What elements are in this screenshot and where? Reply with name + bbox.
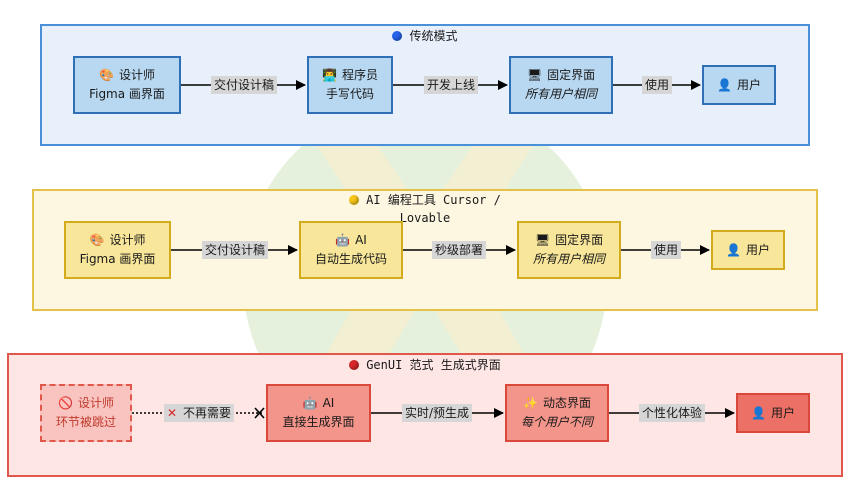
node-title: 动态界面 [542, 396, 591, 410]
node-fixed-ui: 🖥 固定界面 所有用户相同 [509, 56, 613, 114]
robot-icon: 🤖 [302, 396, 318, 410]
edge-label: 开发上线 [423, 76, 479, 94]
prohibited-icon: 🚫 [58, 396, 73, 410]
node-title: AI [355, 233, 367, 247]
node-subtitle: 手写代码 [325, 87, 374, 101]
panel-title: 传统模式 [42, 27, 808, 45]
node-fixed-ui: 🖥 固定界面 所有用户相同 [517, 221, 621, 279]
node-user: 👤 用户 [702, 65, 776, 105]
panel-title-text-line2: Lovable [399, 211, 451, 225]
edge-label-text: 不再需要 [183, 406, 232, 420]
node-title: 用户 [745, 242, 770, 257]
edge-label: 使用 [650, 241, 682, 259]
palette-icon: 🎨 [89, 233, 105, 247]
node-user: 👤 用户 [711, 230, 785, 270]
panel-title: AI 编程工具 Cursor / Lovable [34, 191, 816, 227]
blue-circle-icon [392, 31, 403, 41]
panel-title-text: AI 编程工具 Cursor / [366, 193, 501, 207]
cross-mark-icon: ✕ [166, 406, 178, 420]
node-user: 👤 用户 [736, 393, 810, 433]
edge-label: 交付设计稿 [210, 76, 278, 94]
palette-icon: 🎨 [99, 68, 114, 82]
edge-label: ✕ 不再需要 [163, 404, 235, 422]
node-title: 设计师 [109, 233, 146, 247]
edge-label: 秒级部署 [431, 241, 487, 259]
node-subtitle: 每个用户不同 [520, 415, 593, 429]
node-subtitle: 所有用户相同 [532, 252, 605, 266]
desktop-icon: 🖥 [526, 68, 543, 82]
node-title: 用户 [736, 77, 761, 92]
node-title: 设计师 [118, 68, 155, 82]
node-subtitle: 所有用户相同 [524, 87, 597, 101]
node-title: 程序员 [341, 68, 378, 82]
node-subtitle: Figma 画界面 [89, 87, 165, 101]
node-title: 固定界面 [547, 68, 596, 82]
desktop-icon: 🖥 [534, 233, 551, 247]
yellow-circle-icon [349, 195, 360, 205]
node-subtitle: Figma 画界面 [79, 252, 156, 266]
user-icon: 👤 [726, 242, 741, 257]
robot-icon: 🤖 [335, 233, 351, 247]
node-title: 设计师 [77, 396, 114, 410]
panel-title-text: GenUI 范式 生成式界面 [366, 358, 501, 372]
panel-title: GenUI 范式 生成式界面 [9, 356, 841, 374]
technologist-icon: 👨‍💻 [322, 68, 337, 82]
node-programmer: 👨‍💻 程序员 手写代码 [307, 56, 393, 114]
node-title: AI [322, 396, 335, 410]
node-title: 用户 [770, 405, 795, 420]
node-designer: 🎨 设计师 Figma 画界面 [64, 221, 171, 279]
node-designer-skipped: 🚫 设计师 环节被跳过 [40, 384, 132, 442]
edge-label: 交付设计稿 [201, 241, 269, 259]
node-subtitle: 环节被跳过 [55, 415, 116, 429]
node-ai: 🤖 AI 自动生成代码 [299, 221, 403, 279]
user-icon: 👤 [751, 405, 766, 420]
node-dynamic-ui: ✨ 动态界面 每个用户不同 [505, 384, 609, 442]
edge-label: 个性化体验 [638, 404, 706, 422]
panel-title-text: 传统模式 [409, 29, 458, 43]
node-ai: 🤖 AI 直接生成界面 [266, 384, 371, 442]
sparkles-icon: ✨ [523, 396, 538, 410]
edge-label: 实时/预生成 [401, 404, 473, 422]
node-subtitle: 自动生成代码 [314, 252, 387, 266]
node-subtitle: 直接生成界面 [282, 415, 355, 429]
node-title: 固定界面 [555, 233, 604, 247]
x-mark-icon [254, 407, 265, 419]
user-icon: 👤 [717, 77, 732, 92]
node-designer: 🎨 设计师 Figma 画界面 [73, 56, 181, 114]
edge-label: 使用 [641, 76, 673, 94]
red-circle-icon [349, 360, 360, 370]
